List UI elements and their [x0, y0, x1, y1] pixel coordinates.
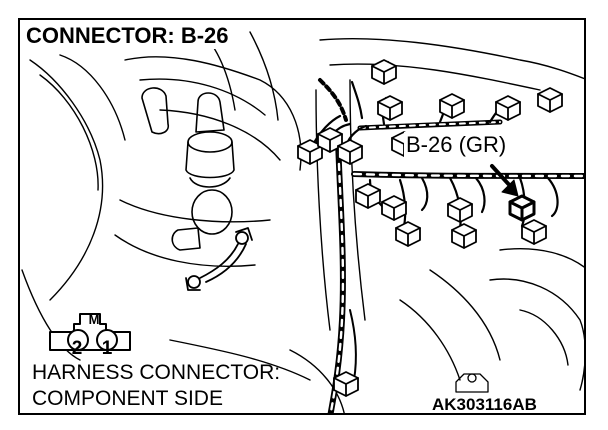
connector-pin-2: 2 [71, 338, 83, 359]
connector-pin-1: 1 [101, 338, 113, 359]
caption-line-harness-connector: HARNESS CONNECTOR: [32, 361, 281, 384]
page-title: CONNECTOR: B-26 [26, 23, 233, 49]
figure-code: AK303116AB [432, 395, 537, 414]
connector-blocks [297, 59, 563, 397]
connector-key-marker: M [88, 312, 100, 327]
caption-line-component-side: COMPONENT SIDE [32, 387, 223, 410]
small-component [455, 373, 489, 393]
body-outlines [21, 29, 584, 413]
diagram-frame: CONNECTOR: B-26 B-26 (GR) M 2 1 HARNESS … [18, 18, 586, 415]
connector-callout-label: B-26 (GR) [404, 132, 509, 158]
engine-bay-illustration [21, 29, 584, 413]
ground-strap [185, 227, 253, 291]
reservoir-caps [141, 87, 235, 251]
main-harness [318, 78, 584, 413]
pointer-arrow [490, 164, 519, 197]
connector-face-icon [49, 313, 131, 351]
